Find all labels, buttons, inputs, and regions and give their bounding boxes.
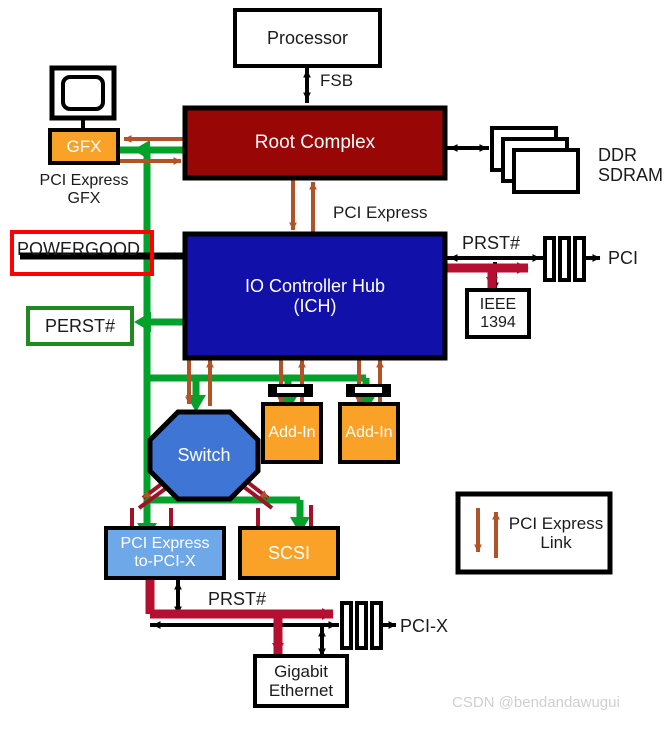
ich-label-line2: (ICH)	[293, 296, 337, 316]
root-complex-box	[182, 105, 448, 181]
addin-card-2-label: Add-In	[345, 424, 393, 442]
addin-card-1	[261, 402, 323, 464]
gigabit-line1: Gigabit	[274, 661, 328, 681]
scsi-label: SCSI	[267, 542, 310, 563]
prst-top-label: PRST#	[462, 233, 521, 253]
ddr-line2: SDRAM	[598, 165, 664, 186]
green-arrow-scsi	[290, 517, 310, 534]
bridge-label: PCI Express to-PCI-X	[106, 528, 224, 578]
addin-card-2	[338, 402, 400, 464]
processor-box	[233, 8, 382, 68]
legend-box	[455, 491, 613, 575]
bridge-box	[104, 526, 226, 580]
pcix-label: PCI-X	[400, 616, 449, 636]
pci-label: PCI	[608, 248, 639, 268]
powergood-label: POWERGOOD	[17, 239, 141, 259]
monitor-screen	[61, 75, 105, 111]
ddr-line1: DDR	[598, 145, 637, 165]
addin-card-1-label: Add-In	[268, 424, 316, 442]
pcix-slot-2	[355, 601, 368, 650]
powergood-box	[10, 230, 154, 276]
gfx-label: GFX	[66, 136, 102, 156]
legend-label: PCI Express Link	[506, 494, 606, 572]
legend-line2: Link	[540, 533, 572, 552]
switch-octagon	[147, 409, 261, 502]
pcie-gfx-line2: GFX	[67, 189, 101, 207]
gigabit-line2: Ethernet	[268, 681, 334, 700]
ich-label: IO Controller Hub (ICH)	[185, 234, 445, 358]
pcie-gfx-line1: PCI Express	[39, 172, 129, 189]
bridge-line2: to-PCI-X	[134, 553, 196, 570]
pci-slot-2	[558, 236, 571, 282]
bridge-line1: PCI Express	[120, 535, 210, 553]
green-arrow-gfx	[133, 140, 150, 160]
gigabit-ethernet-box	[253, 654, 349, 708]
pci-express-label: PCI Express	[333, 203, 428, 222]
scsi-box	[238, 526, 340, 580]
ieee1394-box	[465, 288, 531, 339]
block-outlines	[10, 8, 613, 708]
pcix-slot-3	[370, 601, 383, 650]
pcix-slot-1	[340, 601, 353, 650]
root-complex-label: Root Complex	[254, 132, 376, 154]
legend-line1: PCI Express	[508, 513, 604, 533]
prst-bottom-label: PRST#	[208, 589, 267, 609]
switch-label: Switch	[177, 445, 231, 466]
processor-label: Processor	[266, 27, 349, 48]
ieee-line1: IEEE	[479, 295, 517, 313]
pci-slot-1	[543, 236, 556, 282]
addin-slot-1-gap	[277, 387, 304, 393]
gigabit-ethernet-label: Gigabit Ethernet	[255, 656, 347, 706]
perst-box	[26, 306, 134, 346]
green-arrow-perst	[134, 312, 151, 332]
pci-slot-3	[573, 236, 586, 282]
gfx-box	[48, 128, 120, 165]
watermark: CSDN @bendandawugui	[452, 694, 620, 711]
addin-slot-2-gap	[355, 387, 382, 393]
prst-buses	[145, 262, 529, 655]
perst-label: PERST#	[44, 315, 116, 336]
pcie-links	[118, 135, 384, 406]
ieee1394-label: IEEE 1394	[467, 290, 529, 337]
ich-label-line1: IO Controller Hub	[244, 275, 386, 296]
fsb-label: FSB	[320, 71, 354, 90]
ieee-line2: 1394	[480, 313, 516, 331]
ich-box	[182, 231, 448, 361]
ddr-module-1	[512, 148, 580, 194]
